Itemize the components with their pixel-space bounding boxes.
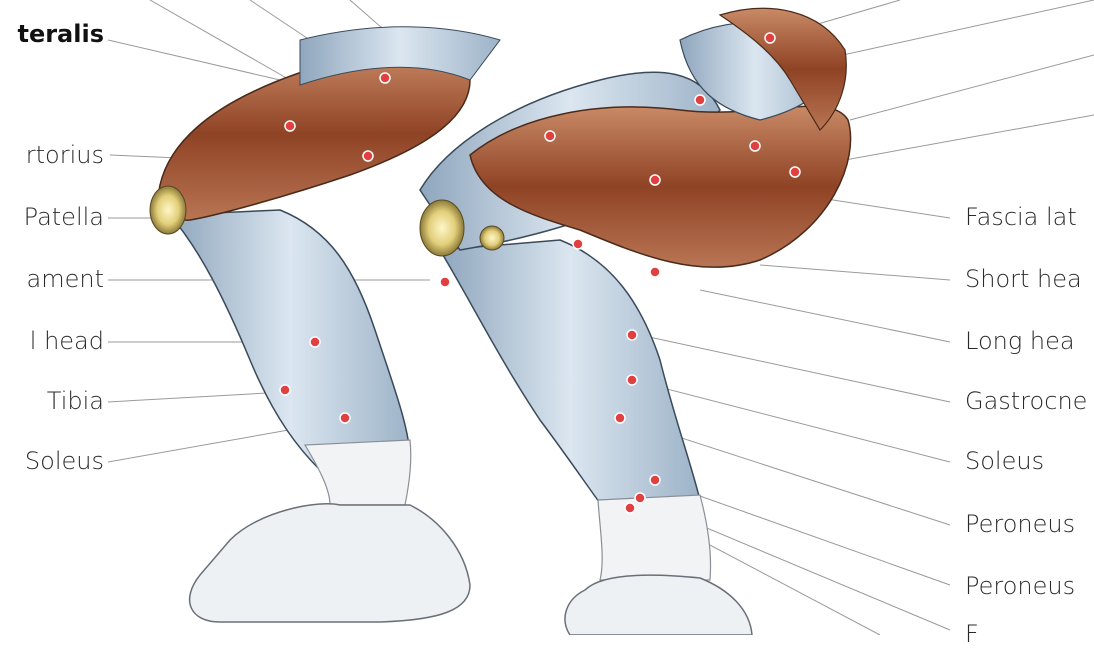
- label-long-head: Long hea: [965, 327, 1075, 355]
- label-ligament: ament: [26, 265, 104, 293]
- label-short-head: Short hea: [965, 265, 1082, 293]
- label-vastus-lateralis: teralis: [17, 20, 104, 48]
- label-sartorius: rtorius: [25, 141, 104, 169]
- label-tibia: Tibia: [46, 387, 104, 415]
- label-soleus-right: Soleus: [965, 447, 1045, 475]
- label-fascia-lata: Fascia lat: [965, 203, 1077, 231]
- label-patella: Patella: [23, 203, 104, 231]
- muscle-markers: [279, 32, 801, 514]
- label-peroneus-1: Peroneus: [965, 510, 1076, 538]
- left-leader-lines: [107, 0, 430, 463]
- label-head: l head: [29, 327, 104, 355]
- left-leg-figure: [149, 26, 501, 623]
- right-leg-figure: [419, 7, 852, 635]
- label-f: F: [965, 620, 979, 648]
- label-gastrocnemius: Gastrocne: [965, 387, 1088, 415]
- anatomy-diagram: [107, 0, 1094, 635]
- label-soleus-left: Soleus: [24, 447, 104, 475]
- label-peroneus-2: Peroneus: [965, 572, 1076, 600]
